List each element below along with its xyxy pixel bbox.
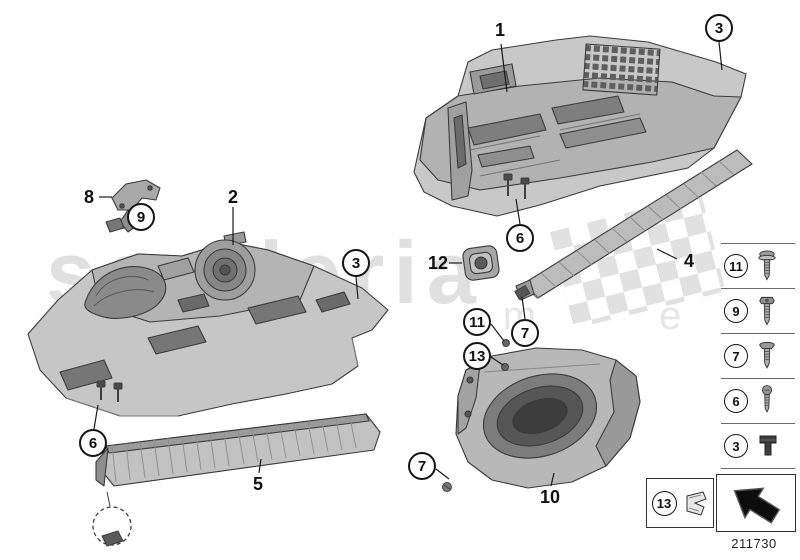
callout-6-left[interactable]: 6 xyxy=(79,429,107,457)
legend-row-9[interactable]: 9 xyxy=(721,288,795,333)
round-head-screw-icon xyxy=(762,385,772,413)
part-12-drawing[interactable] xyxy=(462,245,500,281)
part-2-drawing[interactable] xyxy=(27,231,389,417)
legend-row-11[interactable]: 11 xyxy=(721,243,795,288)
callout-5[interactable]: 5 xyxy=(252,474,264,494)
legend-extra-13[interactable]: 13 xyxy=(646,478,714,528)
part-4-drawing[interactable] xyxy=(515,149,753,301)
legend-number-9: 9 xyxy=(724,299,748,323)
fastener-legend: 11 9 7 6 xyxy=(721,243,795,469)
legend-number-13: 13 xyxy=(651,490,677,516)
scene-fastener-marks xyxy=(96,173,531,507)
dashed-detail-circle xyxy=(92,506,132,547)
legend-row-7[interactable]: 7 xyxy=(721,333,795,378)
callout-9[interactable]: 9 xyxy=(127,203,155,231)
plastic-clip-icon xyxy=(759,435,777,456)
pan-head-screw-icon xyxy=(758,250,776,281)
legend-number-6: 6 xyxy=(724,389,748,413)
oval-head-screw-icon xyxy=(759,341,775,369)
legend-number-3: 3 xyxy=(724,434,748,458)
callout-2[interactable]: 2 xyxy=(227,187,239,207)
part-10-drawing[interactable] xyxy=(455,347,641,489)
diagram-number: 211730 xyxy=(731,536,777,551)
legend-number-7: 7 xyxy=(724,344,748,368)
continuation-arrow-box[interactable] xyxy=(716,474,796,532)
callout-leader-lines xyxy=(93,41,723,487)
callout-4[interactable]: 4 xyxy=(683,251,695,271)
legend-number-11: 11 xyxy=(724,254,748,278)
callout-3-left[interactable]: 3 xyxy=(342,249,370,277)
callout-8[interactable]: 8 xyxy=(83,187,95,207)
callout-1[interactable]: 1 xyxy=(494,20,506,40)
torx-screw-icon xyxy=(759,296,775,326)
part-5-drawing[interactable] xyxy=(95,413,381,487)
callout-3-top[interactable]: 3 xyxy=(705,14,733,42)
callout-7-bottom[interactable]: 7 xyxy=(408,452,436,480)
checkered-flag-watermark xyxy=(550,194,726,330)
legend-row-3[interactable]: 3 xyxy=(721,423,795,469)
continuation-arrow-icon xyxy=(733,487,781,524)
callout-11[interactable]: 11 xyxy=(463,308,491,336)
callout-7-mid[interactable]: 7 xyxy=(511,319,539,347)
legend-row-6[interactable]: 6 xyxy=(721,378,795,423)
callout-6-right[interactable]: 6 xyxy=(506,224,534,252)
spring-clip-icon xyxy=(686,491,707,516)
part-1-drawing[interactable] xyxy=(413,35,747,217)
callout-10[interactable]: 10 xyxy=(539,487,561,507)
callout-12[interactable]: 12 xyxy=(427,253,449,273)
callout-13[interactable]: 13 xyxy=(463,342,491,370)
